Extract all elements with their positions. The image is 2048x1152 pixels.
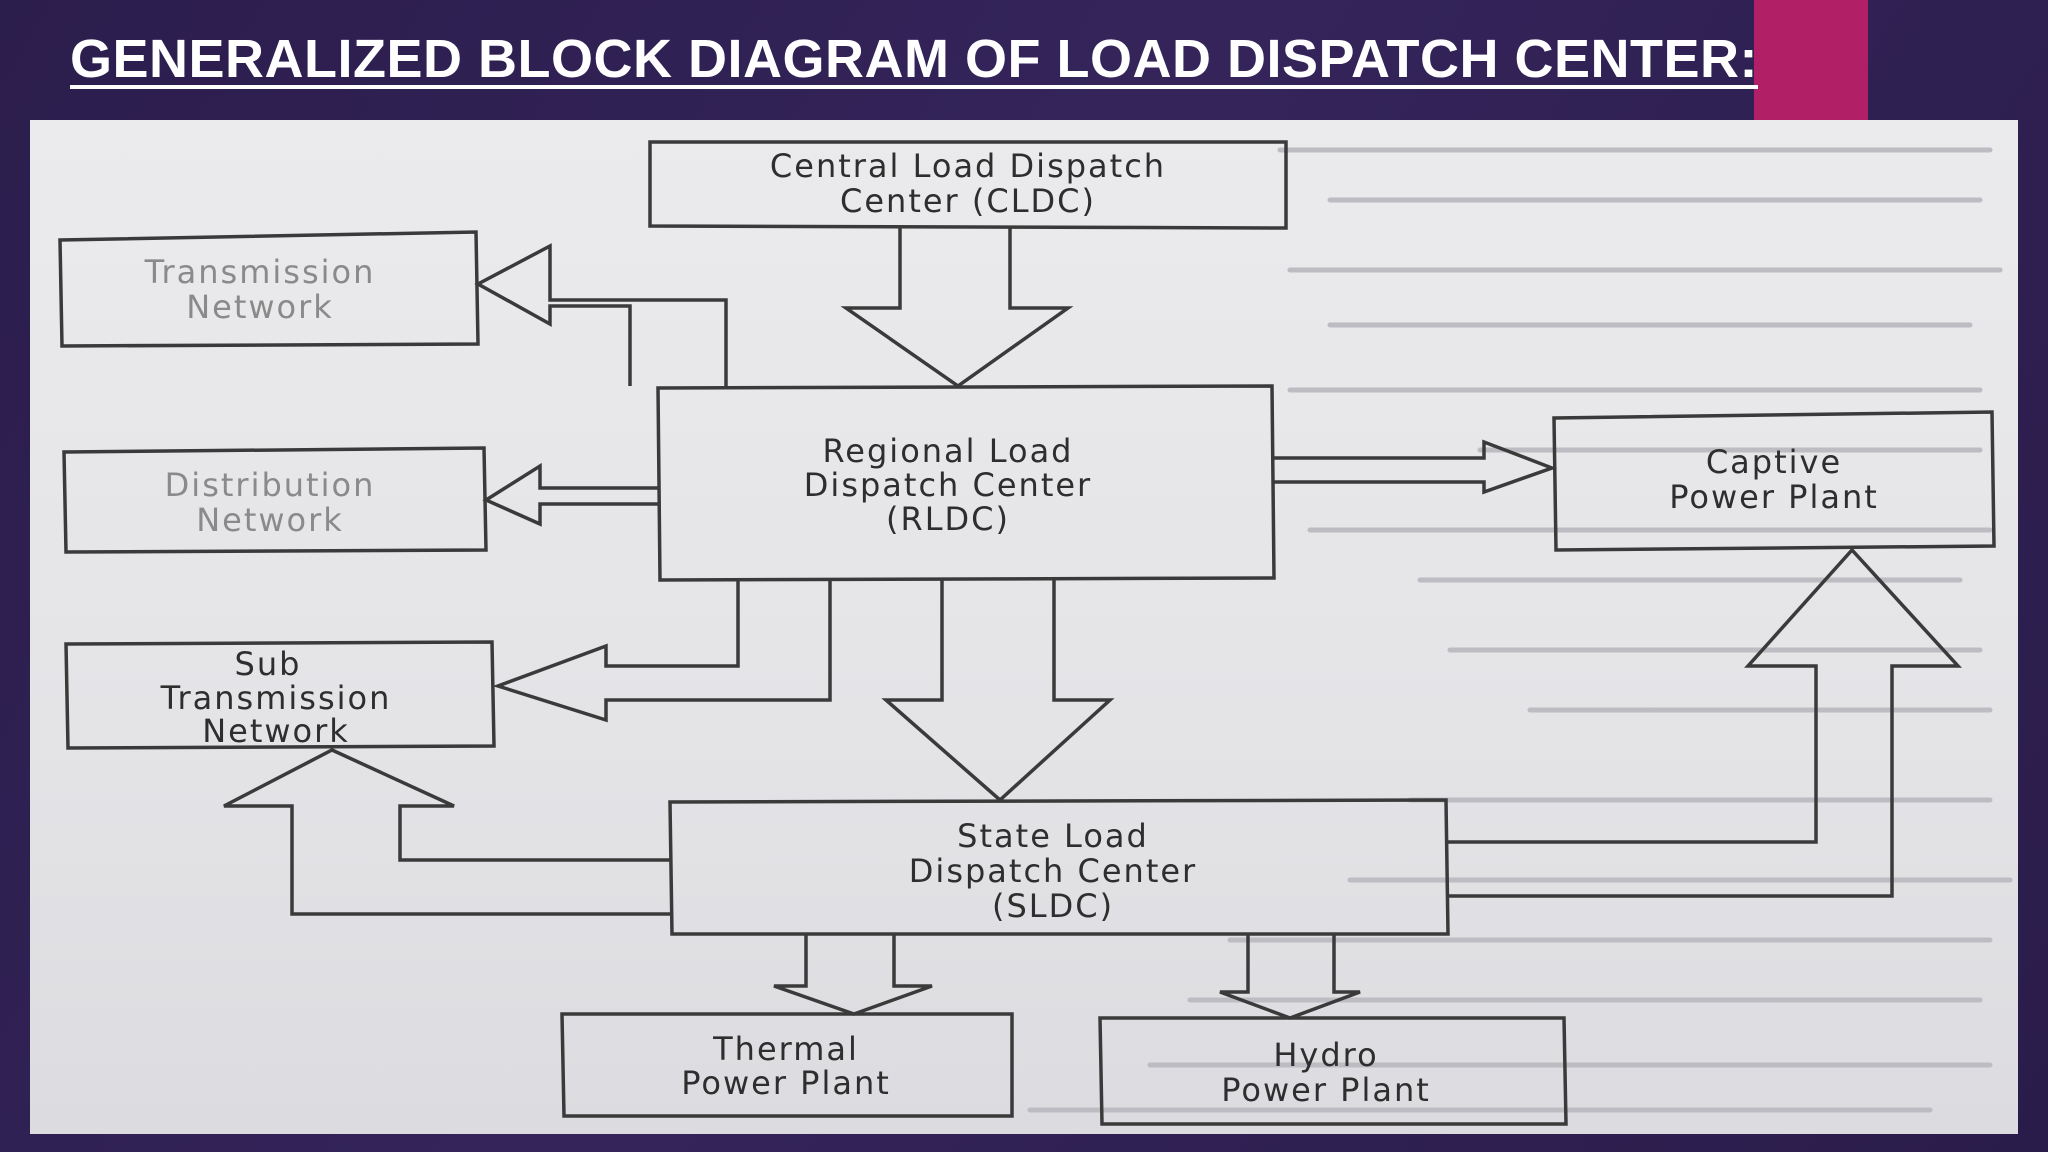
thermal-power-plant-box: Thermal Power Plant: [560, 1012, 1014, 1118]
sub-transmission-network-box: Sub Transmission Network: [64, 640, 496, 750]
arrow-cldc-to-rldc: [840, 228, 1074, 389]
background-bleed-lines: [1027, 147, 2013, 1113]
distribution-label-line2: Network: [196, 501, 344, 539]
sldc-box: State Load Dispatch Center (SLDC): [668, 798, 1450, 936]
block-diagram: Central Load Dispatch Center (CLDC) Tran…: [58, 140, 2013, 1126]
arrow-rldc-to-sub-transmission: [492, 580, 832, 723]
captive-label-line2: Power Plant: [1669, 478, 1879, 516]
rldc-label-line1: Regional Load: [823, 432, 1074, 470]
sub-transmission-label-line1: Sub: [235, 645, 302, 683]
thermal-label-line1: Thermal: [712, 1030, 859, 1068]
transmission-label-line1: Transmission: [144, 253, 376, 291]
captive-label-line1: Captive: [1706, 443, 1842, 481]
rldc-label-line2: Dispatch Center: [804, 466, 1092, 504]
sub-transmission-label-line3: Network: [202, 712, 350, 750]
arrow-rldc-to-transmission: [474, 243, 728, 386]
distribution-label-line1: Distribution: [165, 466, 376, 504]
cldc-label-line2: Center (CLDC): [840, 182, 1096, 220]
sldc-label-line3: (SLDC): [992, 887, 1114, 925]
sldc-label-line1: State Load: [957, 817, 1149, 855]
hydro-label-line2: Power Plant: [1221, 1071, 1431, 1109]
arrow-sldc-to-hydro: [1219, 934, 1361, 1020]
cldc-label-line1: Central Load Dispatch: [770, 147, 1166, 185]
thermal-label-line2: Power Plant: [681, 1064, 891, 1102]
transmission-label-line2: Network: [186, 288, 334, 326]
cldc-box: Central Load Dispatch Center (CLDC): [648, 140, 1288, 230]
transmission-network-box: Transmission Network: [58, 230, 480, 348]
accent-tab: [1754, 0, 1868, 120]
arrow-rldc-to-sldc: [881, 580, 1115, 803]
slide-title: GENERALIZED BLOCK DIAGRAM OF LOAD DISPAT…: [70, 29, 1758, 89]
rldc-box: Regional Load Dispatch Center (RLDC): [656, 384, 1276, 582]
rldc-label-line3: (RLDC): [886, 500, 1010, 538]
sldc-label-line2: Dispatch Center: [909, 852, 1197, 890]
hydro-label-line1: Hydro: [1273, 1036, 1378, 1074]
captive-power-plant-box: Captive Power Plant: [1552, 410, 1996, 552]
arrow-sldc-to-thermal: [773, 934, 933, 1016]
diagram-photo: Central Load Dispatch Center (CLDC) Tran…: [30, 120, 2018, 1134]
hydro-power-plant-box: Hydro Power Plant: [1098, 1016, 1568, 1126]
arrow-sldc-to-captive: [1448, 547, 1962, 898]
arrow-rldc-to-captive: [1274, 439, 1558, 495]
arrow-rldc-to-distribution: [482, 462, 658, 527]
distribution-network-box: Distribution Network: [62, 446, 488, 554]
arrow-sldc-to-sub-transmission: [223, 748, 670, 916]
sub-transmission-label-line2: Transmission: [160, 679, 392, 717]
